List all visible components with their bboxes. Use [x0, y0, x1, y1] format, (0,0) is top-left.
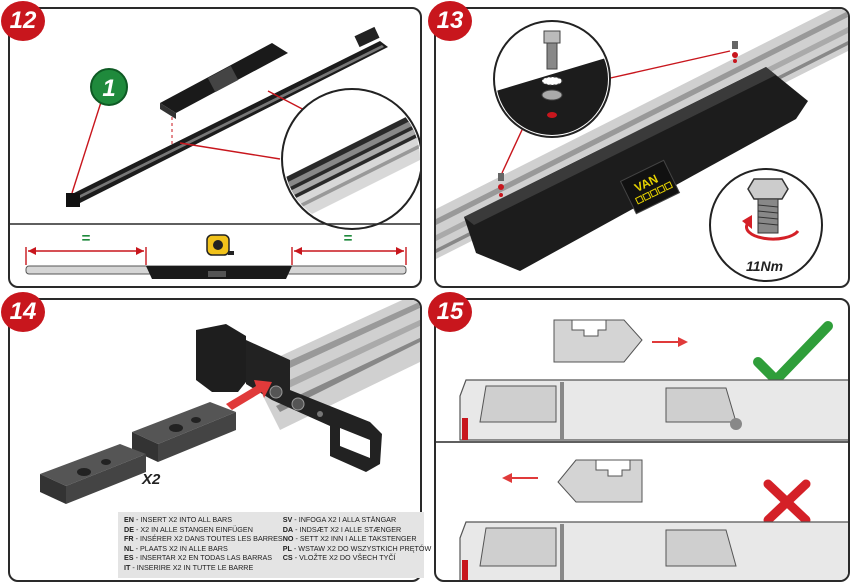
tape-measure-icon — [206, 234, 234, 256]
step-12-panel: 1 = = — [8, 7, 422, 288]
van-illustration — [459, 521, 848, 580]
instruction-text: - INSERTAR X2 EN TODAS LAS BARRAS — [133, 553, 273, 563]
bar-cover — [464, 67, 808, 271]
step-15-number: 15 — [436, 298, 464, 325]
instruction-row: NL - PLAATS X2 IN ALLE BARS — [124, 544, 283, 554]
bar-end-cap — [66, 193, 80, 207]
language-code: EN — [124, 515, 134, 524]
check-icon — [753, 321, 833, 385]
pointer-line-1 — [605, 50, 731, 80]
equal-sign-right: = — [344, 230, 353, 247]
roof-bar-highlight — [72, 45, 384, 201]
cover-side-slot — [208, 271, 226, 277]
step-15-badge: 15 — [428, 292, 472, 332]
instruction-row: NO - SETT X2 INN I ALLE TAKSTENGER — [283, 534, 432, 544]
cover-label-slot — [207, 65, 239, 93]
instruction-row: PL - WSTAW X2 DO WSZYSTKICH PRĘTÓW — [283, 544, 432, 554]
step-15-illustration — [436, 319, 848, 580]
step-13-panel: VAN — [434, 7, 850, 288]
block-correct-orientation — [553, 319, 643, 363]
instructions-column-left: EN - INSERT X2 INTO ALL BARS DE - X2 IN … — [124, 515, 283, 575]
instruction-row: DA - INDSÆT X2 I ALLE STÆNGER — [283, 525, 432, 535]
cross-icon — [763, 479, 811, 525]
language-code: DE — [124, 524, 134, 534]
language-code: PL — [282, 543, 292, 553]
instructions-column-right: SV - INFOGA X2 I ALLA STÄNGAR DA - INDSÆ… — [283, 515, 432, 575]
rotation-arrow-icon — [745, 222, 800, 241]
language-code: DA — [282, 524, 294, 534]
step-14-number: 14 — [9, 298, 37, 325]
pointer-line-2 — [179, 142, 281, 160]
instruction-text: - X2 IN ALLE STANGEN EINFÜGEN — [134, 524, 253, 534]
language-code: CS — [282, 553, 293, 563]
torque-bolt-icon — [747, 178, 789, 234]
bar-cover-side — [160, 103, 176, 119]
instruction-text: - INSÉRER X2 DANS TOUTES LES BARRES — [133, 534, 283, 544]
slide-block — [132, 402, 236, 462]
callout-badge-number: 1 — [102, 75, 115, 102]
van-illustration — [459, 379, 848, 441]
step-14-illustration: X2 — [40, 300, 420, 504]
instruction-row: SV - INFOGA X2 I ALLA STÄNGAR — [283, 515, 432, 525]
instruction-row: EN - INSERT X2 INTO ALL BARS — [124, 515, 283, 525]
instruction-row: CS - VLOŽTE X2 DO VŠECH TYČÍ — [283, 553, 432, 563]
instruction-text: - WSTAW X2 DO WSZYSTKICH PRĘTÓW — [291, 543, 432, 553]
van-label-plate: VAN — [619, 159, 681, 215]
instruction-text: - PLAATS X2 IN ALLE BARS — [133, 543, 228, 553]
equal-sign-left: = — [82, 230, 91, 247]
step-14-badge: 14 — [1, 292, 45, 332]
instructions-box: EN - INSERT X2 INTO ALL BARS DE - X2 IN … — [118, 512, 431, 578]
language-code: ES — [124, 553, 134, 563]
instruction-row: IT - INSERIRE X2 IN TUTTE LE BARRE — [124, 563, 283, 573]
step-12-illustration: 1 = = — [10, 26, 420, 279]
insert-arrow-icon — [226, 380, 272, 410]
language-code: IT — [124, 562, 131, 572]
bar-end-cap-right — [354, 26, 380, 48]
instruction-row: ES - INSERTAR X2 EN TODAS LAS BARRAS — [124, 553, 283, 563]
bolt-icon — [732, 41, 738, 63]
block-wrong-orientation — [557, 459, 643, 503]
bolt-icon — [498, 173, 504, 197]
torque-value: 11Nm — [746, 258, 783, 274]
instruction-text: - VLOŽTE X2 DO VŠECH TYČÍ — [292, 553, 396, 563]
language-code: NO — [282, 534, 294, 544]
instruction-text: - INSERT X2 INTO ALL BARS — [134, 515, 232, 524]
slide-block — [40, 444, 146, 504]
step-13-badge: 13 — [428, 1, 472, 41]
instruction-row: DE - X2 IN ALLE STANGEN EINFÜGEN — [124, 525, 283, 535]
instruction-row: FR - INSÉRER X2 DANS TOUTES LES BARRES — [124, 534, 283, 544]
step-13-number: 13 — [436, 7, 464, 34]
pointer-line-1 — [71, 98, 103, 194]
language-code: NL — [124, 543, 134, 553]
callout-badge-circle — [90, 68, 128, 106]
step-12-number: 12 — [9, 7, 37, 34]
step-13-illustration: VAN — [436, 9, 848, 282]
quantity-multiplier: X2 — [141, 471, 161, 488]
instruction-text: - SETT X2 INN I ALLE TAKSTENGER — [293, 534, 417, 544]
instruction-text: - INDSÆT X2 I ALLE STÆNGER — [293, 524, 402, 534]
step-15-panel — [434, 298, 850, 582]
instruction-text: - INFOGA X2 I ALLA STÄNGAR — [292, 515, 397, 524]
language-code: FR — [124, 534, 134, 544]
end-bracket — [196, 324, 382, 472]
language-code: SV — [282, 515, 293, 524]
instruction-text: - INSERIRE X2 IN TUTTE LE BARRE — [130, 562, 254, 572]
step-12-badge: 12 — [1, 1, 45, 41]
